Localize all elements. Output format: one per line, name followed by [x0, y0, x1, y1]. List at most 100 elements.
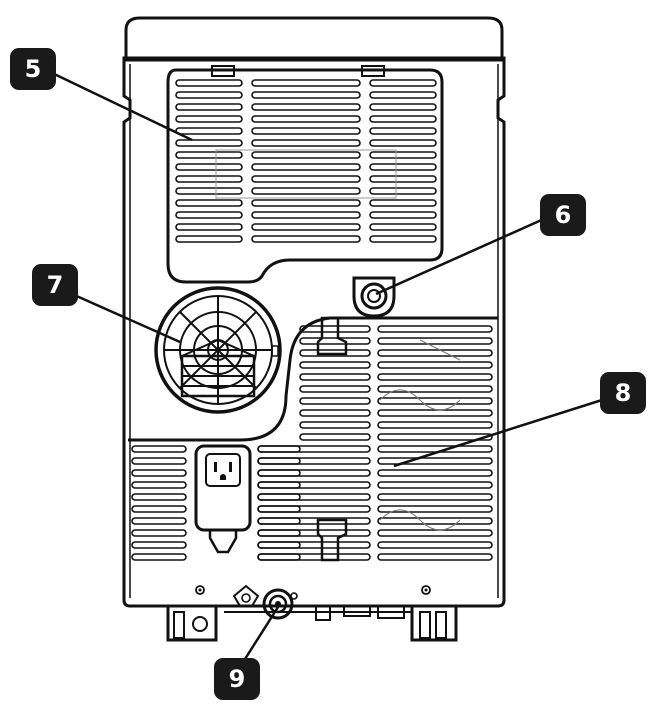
grille-slat — [377, 409, 493, 417]
grille-slat — [299, 421, 371, 429]
grille-slat — [377, 445, 493, 453]
grille-slat — [299, 325, 371, 333]
drain-port — [352, 276, 396, 318]
lower-back-panel — [128, 316, 498, 562]
grille-slat — [377, 421, 493, 429]
grille-slat — [257, 529, 371, 537]
grille-slat — [377, 337, 493, 345]
grille-slat — [251, 175, 361, 183]
grille-slat — [257, 469, 301, 477]
grille-slat — [175, 223, 243, 231]
grille-slat — [175, 175, 243, 183]
grille-slat — [377, 469, 493, 477]
grille-slat — [131, 505, 187, 513]
grille-slat — [377, 349, 493, 357]
grille-slat — [257, 553, 371, 561]
grille-slat — [131, 541, 187, 549]
callout-5-label: 5 — [25, 55, 42, 83]
base-and-wheels — [166, 584, 458, 642]
grille-slat — [251, 235, 361, 243]
grille-slat — [369, 211, 437, 219]
grille-slat — [257, 457, 371, 465]
grille-slat — [175, 91, 243, 99]
leader-7 — [71, 292, 181, 344]
unit-body — [122, 16, 506, 608]
grille-slat — [257, 541, 371, 549]
grille-slat — [257, 493, 371, 501]
grille-slat — [377, 457, 493, 465]
grille-slat — [377, 325, 493, 333]
grille-slat — [369, 79, 437, 87]
callout-9: 9 — [214, 658, 260, 700]
grille-slat — [377, 385, 493, 393]
grille-slat — [251, 127, 361, 135]
grille-slat — [131, 529, 187, 537]
grille-slat — [175, 199, 243, 207]
bottom-drain-outlet — [262, 588, 294, 620]
grille-slat — [175, 127, 243, 135]
grille-slat — [369, 235, 437, 243]
grille-slat — [377, 373, 493, 381]
grille-slat — [369, 127, 437, 135]
grille-slat — [257, 445, 301, 453]
callout-9-label: 9 — [229, 665, 246, 693]
grille-slat — [131, 553, 187, 561]
callout-6: 6 — [540, 194, 586, 236]
grille-slat — [369, 139, 437, 147]
grille-slat — [369, 175, 437, 183]
grille-slat — [175, 139, 243, 147]
callout-8: 8 — [600, 372, 646, 414]
grille-slat — [175, 79, 243, 87]
grille-slat — [369, 115, 437, 123]
grille-slat — [251, 187, 361, 195]
grille-slat — [131, 445, 187, 453]
grille-slat — [369, 91, 437, 99]
upper-air-filter-grille — [166, 65, 444, 284]
callout-5: 5 — [10, 48, 56, 90]
grille-slat — [299, 361, 371, 369]
grille-slat — [251, 115, 361, 123]
grille-slat — [377, 553, 493, 561]
grille-slat — [377, 529, 493, 537]
grille-slat — [175, 211, 243, 219]
grille-slat — [369, 199, 437, 207]
grille-slat — [299, 385, 371, 393]
grille-slat — [369, 223, 437, 231]
grille-slat — [377, 361, 493, 369]
grille-slat — [251, 91, 361, 99]
grille-slat — [257, 553, 301, 561]
leader-8 — [393, 398, 603, 468]
grille-slat — [251, 223, 361, 231]
grille-slat — [251, 211, 361, 219]
callout-7: 7 — [32, 264, 78, 306]
grille-slat — [257, 469, 371, 477]
grille-slat — [299, 373, 371, 381]
grille-slat — [251, 199, 361, 207]
grille-slat — [257, 541, 301, 549]
grille-slat — [257, 481, 301, 489]
grille-slat — [251, 79, 361, 87]
leader-6 — [375, 216, 547, 296]
grille-slat — [299, 349, 371, 357]
grille-slat — [257, 445, 371, 453]
grille-slat — [251, 139, 361, 147]
grille-slat — [377, 541, 493, 549]
grille-slat — [377, 517, 493, 525]
grille-slat — [377, 433, 493, 441]
grille-slat — [377, 505, 493, 513]
leader-lines — [49, 70, 603, 671]
grille-slat — [251, 151, 361, 159]
grille-slat — [257, 493, 301, 501]
leader-5 — [49, 70, 193, 142]
grille-slat — [175, 151, 243, 159]
grille-slat — [369, 163, 437, 171]
grille-slat — [257, 457, 301, 465]
exhaust-port — [154, 286, 282, 414]
power-outlet — [194, 444, 252, 554]
grille-slat — [175, 235, 243, 243]
grille-slat — [257, 505, 371, 513]
callout-6-label: 6 — [555, 201, 572, 229]
grille-slat — [131, 493, 187, 501]
grille-slat — [131, 469, 187, 477]
grille-slat — [175, 115, 243, 123]
